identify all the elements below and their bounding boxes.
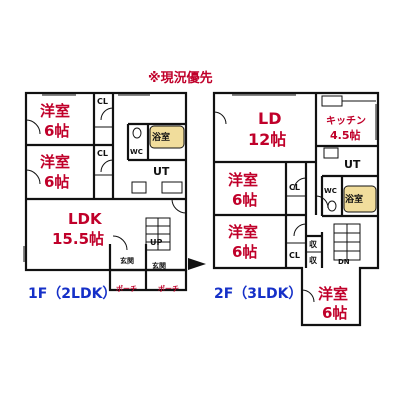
second-floor-stairs-down: DN: [338, 258, 350, 266]
first-floor-toilet-icon: [132, 127, 142, 139]
first-floor-ldk-size: 15.5帖: [52, 230, 104, 248]
first-floor-utility: UT: [153, 165, 170, 178]
second-floor-wc: WC: [324, 187, 337, 195]
second-floor-closet-2: CL: [289, 251, 300, 260]
second-floor-plan: LD 12帖 キッチン 4.5帖 洋室 6帖 洋室 6帖 洋室 6帖 CL CL…: [212, 91, 380, 327]
priority-note: ※現況優先: [148, 70, 213, 86]
first-floor-caption: 1F（2LDK）: [28, 286, 116, 302]
second-floor-western-room-3-name: 洋室: [318, 285, 348, 303]
first-floor-entrance-wing: [108, 244, 188, 292]
arrow-icon: [188, 258, 206, 270]
second-floor-basin-icon: [323, 147, 339, 159]
first-floor-porch-2: ポーチ: [158, 284, 179, 293]
first-floor-closet-2: CL: [97, 149, 108, 158]
first-floor-door-arc: [25, 119, 41, 135]
first-floor-bathtub: [149, 125, 185, 149]
second-floor-sink-icon: [321, 95, 343, 107]
second-floor-western-room-2-size: 6帖: [232, 243, 257, 261]
second-floor-storage-1: 収: [309, 239, 318, 249]
second-floor-toilet-icon: [327, 200, 337, 212]
second-floor-ld-size: 12帖: [248, 130, 286, 149]
first-floor-bath-label: 浴室: [152, 131, 170, 143]
first-floor-western-room-1-size: 6帖: [44, 122, 69, 140]
second-floor-closet-1: CL: [289, 183, 300, 192]
second-floor-kitchen-name: キッチン: [326, 115, 366, 127]
first-floor-stairs-up: UP: [150, 238, 162, 247]
first-floor-sink-icon: [131, 181, 147, 194]
first-floor-outline: [24, 91, 188, 272]
first-floor-porch-1: ポーチ: [116, 284, 137, 293]
first-floor-closet-1: CL: [97, 97, 108, 106]
first-floor-western-room-1-name: 洋室: [40, 102, 70, 120]
second-floor-storage-2: 収: [309, 255, 318, 265]
second-floor-ld-name: LD: [258, 109, 281, 128]
first-floor-washer-icon: [161, 181, 183, 194]
first-floor-plan: 洋室 6帖 洋室 6帖 LDK 15.5帖 CL CL WC 浴室 UT UP …: [23, 91, 188, 302]
second-floor-utility: UT: [344, 158, 361, 171]
first-floor-ldk-name: LDK: [68, 210, 103, 228]
first-floor-western-room-2-size: 6帖: [44, 173, 69, 191]
second-floor-kitchen-size: 4.5帖: [330, 128, 361, 142]
first-floor-wc: WC: [130, 148, 143, 156]
second-floor-western-room-2-name: 洋室: [228, 223, 258, 241]
second-floor-bath-label: 浴室: [345, 193, 363, 205]
second-floor-western-room-1-size: 6帖: [232, 191, 257, 209]
second-floor-caption: 2F（3LDK）: [214, 286, 302, 302]
second-floor-bathtub: [343, 185, 377, 213]
second-floor-western-room-1-name: 洋室: [228, 171, 258, 189]
second-floor-outline: [212, 91, 380, 327]
second-floor-western-room-3-size: 6帖: [322, 304, 347, 322]
first-floor-western-room-2-name: 洋室: [40, 153, 70, 171]
first-floor-entrance-2: 玄関: [152, 261, 166, 270]
first-floor-entrance-1: 玄関: [120, 256, 134, 265]
